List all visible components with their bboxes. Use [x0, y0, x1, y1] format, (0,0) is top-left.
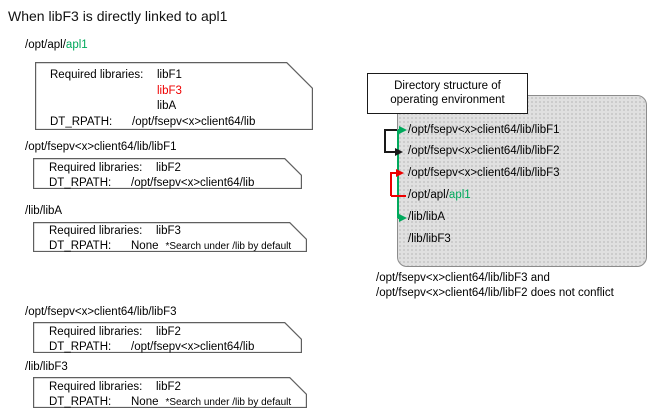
card-background: [34, 323, 301, 352]
path-prefix: /opt/apl/: [25, 39, 66, 51]
directory-entry-libF3: /opt/fsepv<x>client64/lib/libF3: [408, 167, 560, 179]
directory-entry-libA: /lib/libA: [408, 211, 445, 223]
directory-entry-libF1: /opt/fsepv<x>client64/lib/libF1: [408, 124, 560, 136]
required-lib-highlighted: libF3: [157, 84, 182, 97]
path-label-apl1: /opt/apl/apl1: [25, 39, 88, 51]
directory-structure-title-box: Directory structure of operating environ…: [367, 73, 528, 114]
page-title: When libF3 is directly linked to apl1: [8, 8, 228, 24]
path-label-lib-libF3: /lib/libF3: [25, 361, 68, 373]
conflict-caption: /opt/fsepv<x>client64/lib/libF3 and /opt…: [376, 271, 614, 301]
rpath-row: DT_RPATH: /opt/fsepv<x>client64/lib: [50, 115, 313, 131]
rpath-value: /opt/fsepv<x>client64/lib: [131, 341, 255, 353]
entry-text: /lib/libF3: [408, 233, 451, 245]
entry-text: /opt/fsepv<x>client64/lib/libF2: [408, 145, 560, 157]
path-label-libA: /lib/libA: [25, 205, 62, 217]
card-background: [34, 378, 306, 407]
required-libraries-label: Required libraries:: [49, 225, 143, 237]
rpath-label: DT_RPATH:: [49, 240, 112, 252]
rpath-row: DT_RPATH: None *Search under /lib by defau…: [49, 395, 307, 410]
path-highlight-apl1: apl1: [65, 39, 88, 51]
path-prefix: /lib/libA: [25, 205, 63, 217]
conflict-caption-line2: /opt/fsepv<x>client64/lib/libF2 does not…: [376, 287, 614, 300]
entry-highlight-apl1: apl1: [448, 189, 471, 201]
required-libraries-row: Required libraries: libF2: [49, 161, 302, 176]
directory-structure-title-line1: Directory structure of: [394, 80, 501, 92]
required-lib: libF3: [156, 225, 181, 237]
rpath-value: None: [131, 396, 159, 408]
required-lib-row: libA: [157, 99, 313, 115]
required-libraries-row: Required libraries: libF2: [49, 325, 302, 340]
directory-entry-lib-libF3: /lib/libF3: [408, 233, 451, 245]
card-background: [34, 159, 301, 188]
rpath-value: /opt/fsepv<x>client64/lib: [131, 177, 255, 189]
library-card-libA: Required libraries: libF3 DT_RPATH: None *S…: [33, 222, 307, 252]
required-libraries-label: Required libraries:: [49, 162, 143, 174]
black-link-lines: [384, 129, 403, 156]
directory-entry-apl1: /opt/apl/apl1: [408, 189, 471, 201]
required-lib: libF2: [156, 326, 181, 338]
path-prefix: /opt/fsepv<x>client64/lib/libF3: [25, 306, 177, 318]
rpath-label: DT_RPATH:: [49, 341, 112, 353]
library-card-lib-libF3: Required libraries: libF2 DT_RPATH: None *S…: [33, 377, 307, 408]
rpath-label: DT_RPATH:: [49, 177, 112, 189]
rpath-note: *Search under /lib by default: [165, 241, 292, 252]
required-libraries-label: Required libraries:: [49, 381, 143, 393]
rpath-note: *Search under /lib by default: [165, 397, 292, 408]
path-label-client-libF3: /opt/fsepv<x>client64/lib/libF3: [25, 306, 177, 318]
green-link-lines: [397, 126, 407, 222]
entry-text: /lib/libA: [408, 211, 446, 223]
required-lib: libF2: [156, 162, 181, 174]
required-lib-row: libF3: [157, 84, 313, 100]
required-libraries-label: Required libraries:: [49, 326, 143, 338]
required-libraries-row: Required libraries: libF3: [49, 224, 307, 239]
rpath-value: /opt/fsepv<x>client64/lib: [132, 115, 256, 128]
path-label-libF1: /opt/fsepv<x>client64/lib/libF1: [25, 141, 177, 153]
required-libraries-label: Required libraries:: [50, 69, 144, 81]
entry-text: /opt/apl/: [408, 189, 449, 201]
required-lib: libF2: [156, 381, 181, 393]
rpath-label: DT_RPATH:: [49, 396, 112, 408]
library-card-apl1: Required libraries: libF1 libF3 libA DT_R…: [35, 62, 313, 130]
library-card-libF1: Required libraries: libF2 DT_RPATH: /opt/f…: [33, 158, 302, 189]
required-libraries-row: Required libraries: libF1: [50, 68, 313, 84]
library-card-client-libF3: Required libraries: libF2 DT_RPATH: /opt/f…: [33, 322, 302, 353]
rpath-row: DT_RPATH: /opt/fsepv<x>client64/lib: [49, 176, 302, 191]
directory-structure-title-line2: operating environment: [390, 94, 505, 106]
path-prefix: /lib/libF3: [25, 361, 68, 373]
required-lib: libF1: [157, 69, 182, 81]
required-libraries-row: Required libraries: libF2: [49, 380, 307, 395]
rpath-value: None: [131, 240, 159, 252]
path-prefix: /opt/fsepv<x>client64/lib/libF1: [25, 141, 177, 153]
required-lib: libA: [157, 100, 177, 112]
rpath-row: DT_RPATH: /opt/fsepv<x>client64/lib: [49, 340, 302, 355]
conflict-caption-line1: /opt/fsepv<x>client64/lib/libF3 and: [376, 272, 550, 284]
rpath-label: DT_RPATH:: [50, 115, 113, 128]
entry-text: /opt/fsepv<x>client64/lib/libF1: [408, 124, 560, 136]
rpath-row: DT_RPATH: None *Search under /lib by defau…: [49, 239, 307, 254]
red-link-lines: [390, 169, 406, 197]
card-background: [34, 223, 306, 251]
entry-text: /opt/fsepv<x>client64/lib/libF3: [408, 167, 560, 179]
directory-structure-panel: [397, 95, 647, 267]
directory-entry-libF2: /opt/fsepv<x>client64/lib/libF2: [408, 145, 560, 157]
card-background: [36, 63, 312, 129]
